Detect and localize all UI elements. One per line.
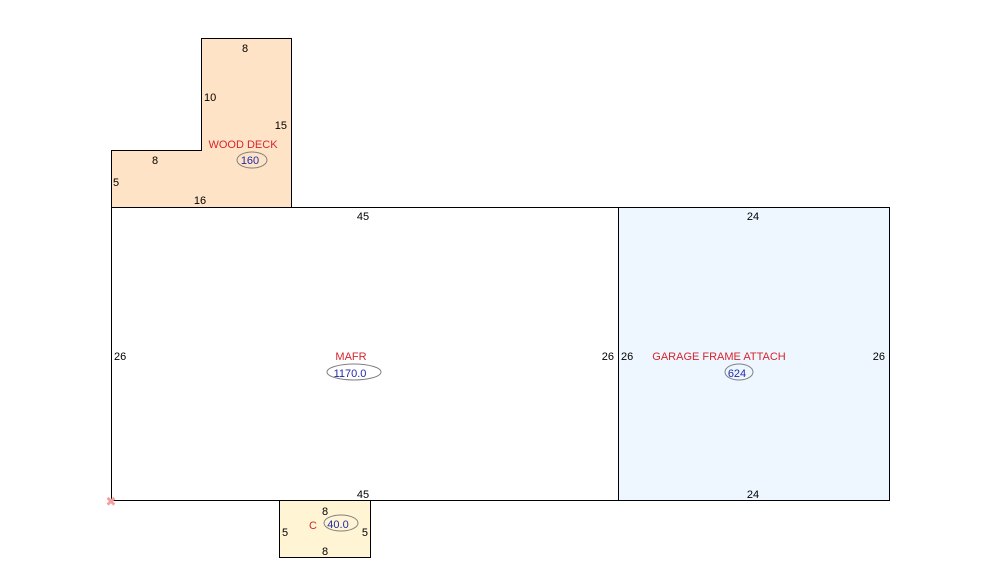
wood-deck-dim-right: 15 xyxy=(275,120,287,132)
garage-dim-bottom: 24 xyxy=(747,489,759,501)
c-area-oval xyxy=(323,514,359,532)
garage-outline[interactable] xyxy=(618,207,890,501)
origin-x-icon: ✖ xyxy=(106,495,117,510)
mafr-area-value: 1170.0 xyxy=(334,368,367,380)
c-label: C xyxy=(309,520,317,532)
wood-deck-outline[interactable] xyxy=(111,38,292,208)
garage-area[interactable]: 24 26 26 24 GARAGE FRAME ATTACH 624 xyxy=(618,207,890,502)
garage-dim-left: 26 xyxy=(621,351,633,363)
garage-label: GARAGE FRAME ATTACH xyxy=(652,351,785,363)
garage-area-value: 624 xyxy=(728,368,746,380)
c-area[interactable]: 8 5 5 8 C 40.0 xyxy=(279,500,371,559)
wood-deck-dim-bottom: 16 xyxy=(194,195,206,207)
mafr-dim-top: 45 xyxy=(357,211,369,223)
wood-deck-label: WOOD DECK xyxy=(208,139,278,151)
wood-deck-dim-step: 8 xyxy=(152,155,158,167)
wood-deck-area[interactable]: 8 10 15 8 5 16 WOOD DECK 160 xyxy=(111,38,292,208)
garage-dim-top: 24 xyxy=(747,211,759,223)
wood-deck-area-oval xyxy=(236,151,268,169)
c-dim-top: 8 xyxy=(322,506,328,518)
wood-deck-dim-upper-left: 10 xyxy=(204,92,216,104)
c-dim-left: 5 xyxy=(282,527,288,539)
garage-area-oval xyxy=(724,363,754,381)
c-area-value: 40.0 xyxy=(327,519,348,531)
c-dim-right: 5 xyxy=(362,527,368,539)
garage-dim-right: 26 xyxy=(873,351,885,363)
wood-deck-dim-left: 5 xyxy=(113,177,119,189)
wood-deck-dim-top: 8 xyxy=(242,43,248,55)
mafr-label: MAFR xyxy=(335,351,366,363)
c-outline[interactable] xyxy=(279,500,371,558)
mafr-outline[interactable] xyxy=(111,207,619,501)
c-dim-bottom: 8 xyxy=(322,546,328,558)
mafr-dim-right: 26 xyxy=(602,351,614,363)
mafr-area-oval xyxy=(326,363,382,381)
mafr-dim-bottom: 45 xyxy=(357,489,369,501)
wood-deck-area-value: 160 xyxy=(241,155,259,167)
mafr-area[interactable]: 45 26 26 45 MAFR 1170.0 xyxy=(111,207,619,502)
mafr-dim-left: 26 xyxy=(114,351,126,363)
